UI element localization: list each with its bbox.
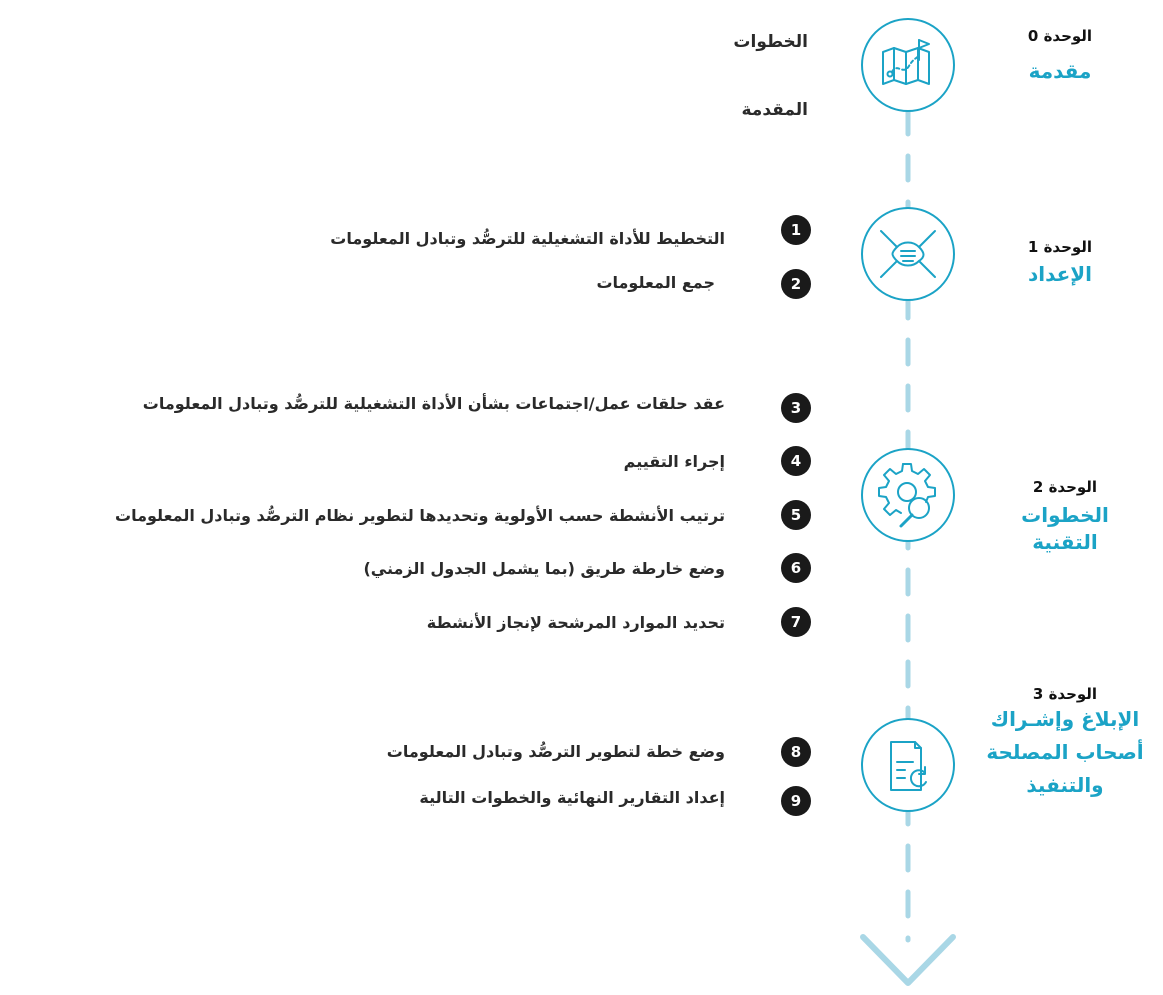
module-1-label: الوحدة 1 الإعداد <box>1010 237 1110 288</box>
steps-heading: الخطوات <box>733 32 808 52</box>
step-8-badge: 8 <box>781 737 811 767</box>
module-3-name-line-3: والتنفيذ <box>1026 773 1104 797</box>
gear-search-icon <box>878 463 936 528</box>
step-2-text: جمع المعلومات <box>596 273 715 292</box>
module-2-label: الوحدة 2 الخطوات التقنية <box>990 477 1140 556</box>
step-3-badge: 3 <box>781 393 811 423</box>
module-0-circle <box>861 18 955 112</box>
step-4-text: إجراء التقييم <box>623 452 725 471</box>
module-2-circle <box>861 448 955 542</box>
step-7-badge: 7 <box>781 607 811 637</box>
module-3-label: الوحدة 3 الإبلاغ وإشـراك أصحاب المصلحة و… <box>975 684 1155 799</box>
module-0-name: مقدمة <box>1028 59 1092 83</box>
module-1-name: الإعداد <box>1027 262 1093 286</box>
module-3-name-line-1: الإبلاغ وإشـراك <box>990 707 1140 731</box>
module-1-circle <box>861 207 955 301</box>
step-6-text: وضع خارطة طريق (بما يشمل الجدول الزمني) <box>363 559 725 578</box>
intro-heading: المقدمة <box>741 100 809 120</box>
step-5-text: ترتيب الأنشطة حسب الأولوية وتحديدها لتطو… <box>115 506 725 525</box>
step-8-text: وضع خطة لتطوير الترصُّد وتبادل المعلومات <box>386 742 725 761</box>
step-9-text: إعداد التقارير النهائية والخطوات التالية <box>419 788 725 807</box>
down-arrow-icon <box>860 934 956 986</box>
module-0-label: الوحدة 0 مقدمة <box>1010 26 1110 85</box>
step-2-badge: 2 <box>781 269 811 299</box>
module-2-name: الخطوات التقنية <box>1021 503 1109 554</box>
step-4-badge: 4 <box>781 446 811 476</box>
module-0-number: الوحدة 0 <box>1027 27 1093 45</box>
module-3-circle <box>861 718 955 812</box>
joined-hands-icon <box>880 230 936 278</box>
step-9-badge: 9 <box>781 786 811 816</box>
module-1-number: الوحدة 1 <box>1027 238 1093 256</box>
module-2-number: الوحدة 2 <box>1032 478 1098 496</box>
step-1-text: التخطيط للأداة التشغيلية للترصُّد وتبادل… <box>330 229 725 248</box>
step-5-badge: 5 <box>781 500 811 530</box>
step-6-badge: 6 <box>781 553 811 583</box>
step-7-text: تحديد الموارد المرشحة لإنجاز الأنشطة <box>426 613 725 632</box>
module-3-name-line-2: أصحاب المصلحة <box>986 740 1144 764</box>
step-1-badge: 1 <box>781 215 811 245</box>
map-flag-icon <box>882 39 930 85</box>
module-3-number: الوحدة 3 <box>1032 685 1098 703</box>
document-refresh-icon <box>890 741 927 791</box>
step-3-text: عقد حلقات عمل/اجتماعات بشأن الأداة التشغ… <box>142 394 725 413</box>
